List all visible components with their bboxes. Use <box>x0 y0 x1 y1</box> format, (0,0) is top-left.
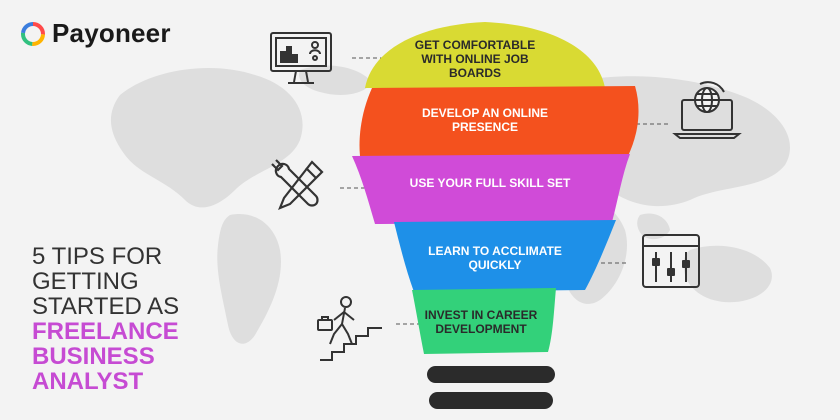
tip-label-3: USE YOUR FULL SKILL SET <box>409 176 571 190</box>
sliders-icon <box>642 234 700 288</box>
career-stairs-icon <box>317 296 382 361</box>
headline-line-3: STARTED AS <box>32 293 180 320</box>
headline-line-5: BUSINESS <box>32 343 155 370</box>
bulb-segment-2 <box>359 86 639 156</box>
bulb-segment-5 <box>412 288 556 354</box>
tip-label-2: DEVELOP AN ONLINE PRESENCE <box>421 106 549 134</box>
tip-label-5: INVEST IN CAREER DEVELOPMENT <box>424 308 538 336</box>
page-title: 5 TIPS FOR GETTING STARTED AS FREELANCE … <box>32 244 179 394</box>
payoneer-ring-icon <box>21 21 45 46</box>
tip-label-4: LEARN TO ACCLIMATE QUICKLY <box>428 244 562 272</box>
bulb-segment-4 <box>394 220 616 292</box>
laptop-globe-icon <box>672 81 742 139</box>
brand-name: Payoneer <box>52 18 171 48</box>
headline-line-2: GETTING <box>32 268 139 295</box>
bulb-base-bar-2 <box>429 392 553 409</box>
headline-line-4: FREELANCE <box>32 318 179 345</box>
headline-line-1: 5 TIPS FOR <box>32 243 163 270</box>
job-board-monitor-icon <box>270 32 332 84</box>
tip-label-1: GET COMFORTABLE WITH ONLINE JOB BOARDS <box>414 38 536 80</box>
bulb-base-bar-1 <box>427 366 555 383</box>
headline-line-6: ANALYST <box>32 368 144 395</box>
tools-icon <box>271 159 324 210</box>
bulb-segment-3 <box>352 154 630 224</box>
payoneer-logo[interactable]: Payoneer <box>20 18 171 49</box>
bulb-segment-1 <box>365 22 605 88</box>
